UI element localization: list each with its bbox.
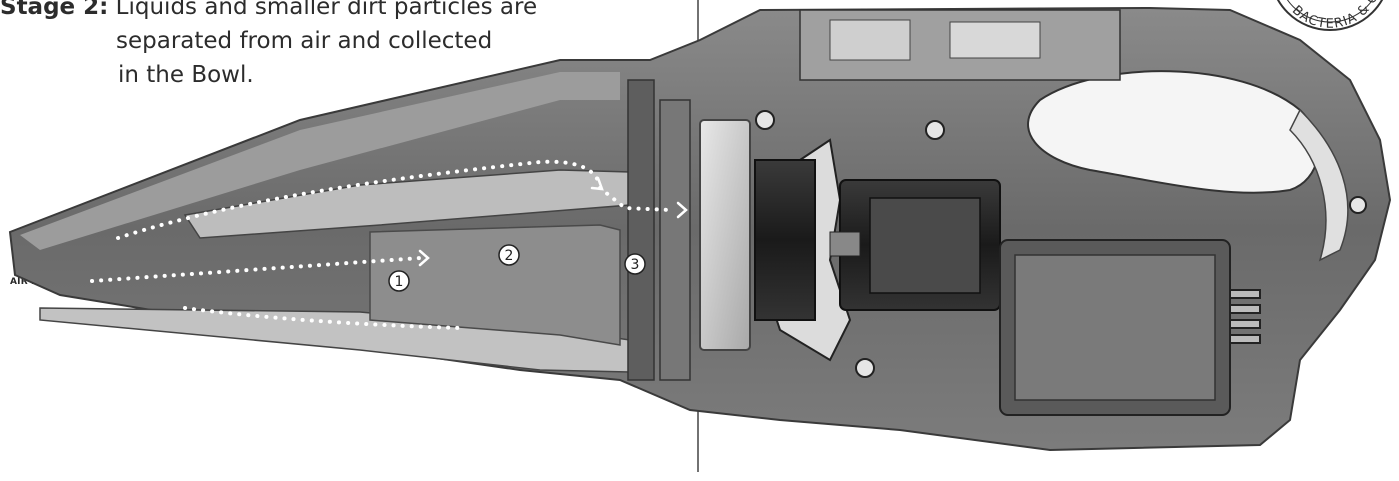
motor-core [869, 197, 981, 294]
motor-shaft [829, 231, 861, 257]
arrowhead-filter [676, 201, 688, 219]
airflow-arrowheads [418, 176, 688, 267]
marker-3: 3 [624, 253, 646, 275]
filter-frame [659, 99, 691, 381]
marker-1: 1 [388, 270, 410, 292]
bowl-chamber [369, 224, 621, 346]
marker-2: 2 [498, 244, 520, 266]
airflow-dots [90, 159, 672, 330]
shell-highlight [20, 72, 620, 250]
motor-housing-left [754, 159, 816, 321]
marker-2-label: 2 [505, 248, 514, 264]
airflow-main-path [90, 256, 422, 283]
handle-opening [1027, 70, 1319, 194]
caption-line-2: separated from air and collected [116, 28, 493, 54]
airflow-filter-path [598, 186, 672, 212]
handle-grip [1289, 108, 1349, 262]
battery-cell [1014, 254, 1216, 401]
caption-line-3: in the Bowl. [118, 62, 254, 88]
screws [755, 110, 1367, 378]
battery-contacts [1229, 289, 1261, 344]
stage-2-caption: Stage 2: Liquids and smaller dirt partic… [0, 0, 537, 92]
marker-3-label: 3 [631, 257, 640, 273]
arrowhead-upper [590, 176, 604, 191]
caption-line-1: Stage 2: Liquids and smaller dirt partic… [0, 0, 537, 24]
filter-element [699, 119, 751, 351]
airflow-upper-path [116, 159, 602, 240]
stage-label: Stage 2: [0, 0, 109, 20]
switch-detail [829, 19, 911, 61]
caption-line-1-text: Liquids and smaller dirt particles are [108, 0, 538, 20]
airflow-lower-path [183, 306, 462, 330]
filter-wall [627, 79, 655, 381]
marker-1-label: 1 [395, 274, 404, 290]
arrowhead-main [418, 249, 430, 267]
switch-detail-2 [949, 21, 1041, 59]
